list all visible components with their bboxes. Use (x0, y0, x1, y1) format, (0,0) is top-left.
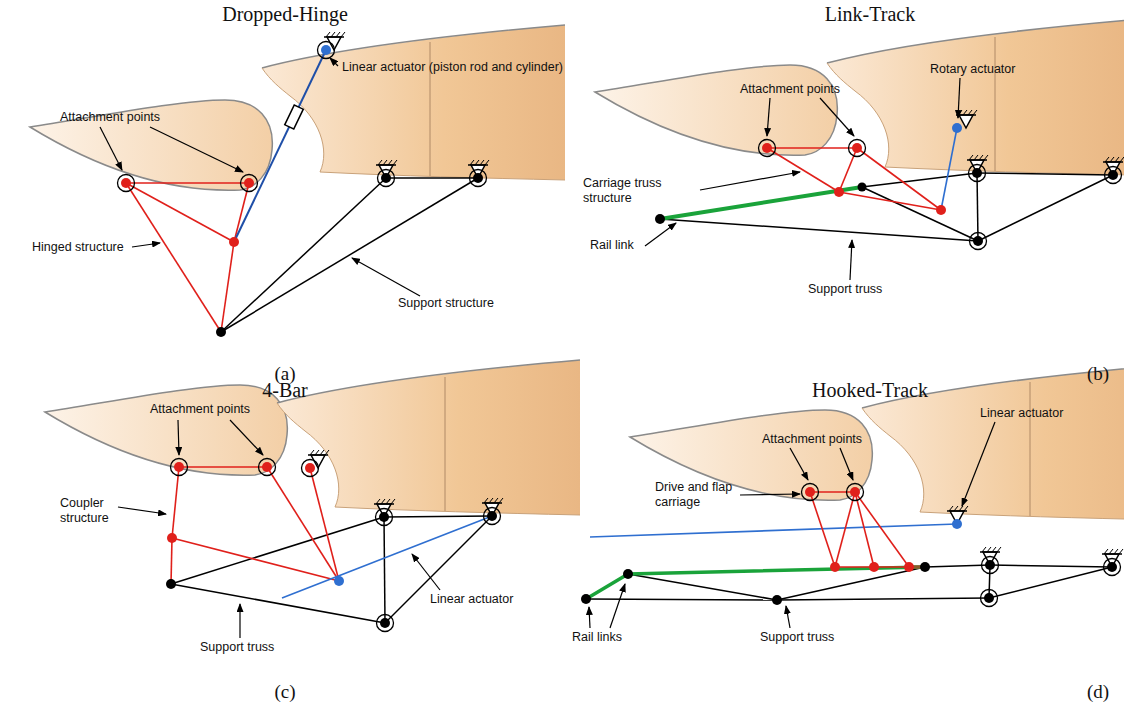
panel-d (581, 365, 1124, 628)
panel-caption: (d) (1087, 680, 1109, 704)
part-label: Rotary actuator (930, 62, 1015, 77)
part-label: Linear actuator (980, 406, 1063, 421)
panel-caption: (b) (1087, 362, 1109, 386)
part-label: Support structure (398, 296, 494, 311)
panel-a (30, 25, 565, 337)
part-label: Hinged structure (32, 240, 124, 255)
part-label: Linear actuator (piston rod and cylinder… (342, 60, 563, 75)
part-label: Carriage truss structure (583, 176, 695, 206)
part-label: Attachment points (60, 110, 160, 125)
part-label: Drive and flap carriage (655, 480, 743, 510)
panel-b (595, 20, 1124, 280)
panel-title: Link-Track (825, 2, 915, 26)
panel-caption: (c) (274, 680, 295, 704)
part-label: Rail link (590, 238, 634, 253)
panel-c (45, 360, 580, 638)
part-label: Attachment points (150, 402, 250, 417)
part-label: Support truss (200, 640, 274, 655)
part-label: Support truss (808, 282, 882, 297)
part-label: Support truss (760, 630, 834, 645)
part-label: Rail links (572, 630, 622, 645)
part-label: Linear actuator (430, 592, 513, 607)
panel-title: Hooked-Track (812, 378, 928, 402)
part-label: Attachment points (740, 82, 840, 97)
part-label: Coupler structure (60, 496, 120, 526)
panel-title: Dropped-Hinge (222, 2, 348, 26)
part-label: Attachment points (762, 432, 862, 447)
panel-title: 4-Bar (262, 378, 308, 402)
